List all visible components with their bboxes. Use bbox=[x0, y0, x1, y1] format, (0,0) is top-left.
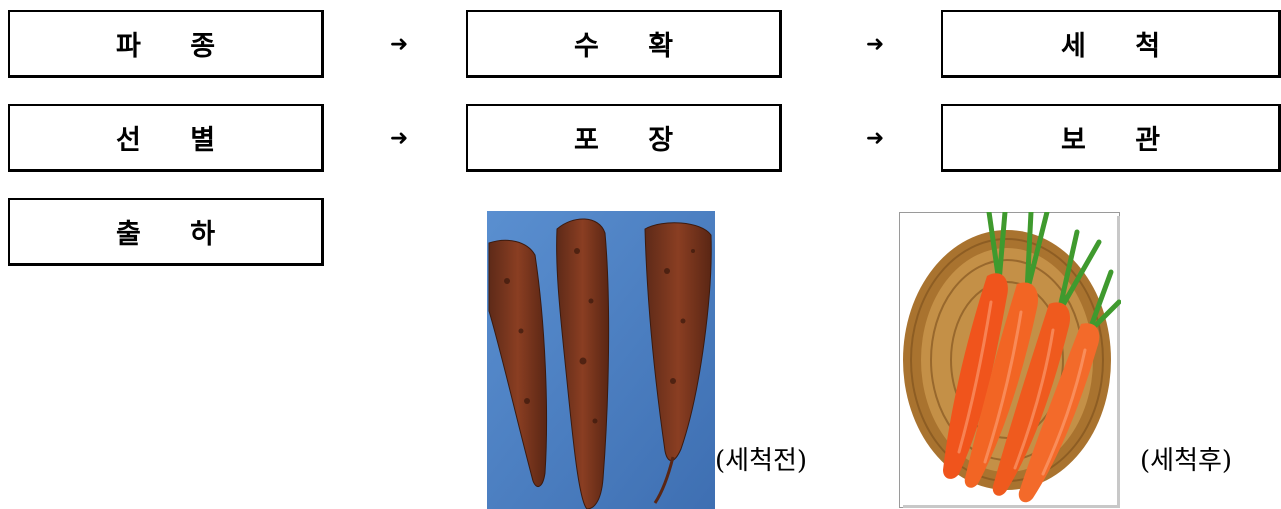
arrow-right-icon: ➜ bbox=[384, 123, 414, 153]
step-sorting: 선 별 bbox=[8, 104, 324, 172]
step-shipping: 출 하 bbox=[8, 198, 324, 266]
carrots-before-washing-photo bbox=[487, 211, 715, 509]
step-packing: 포 장 bbox=[466, 104, 782, 172]
step-harvest: 수 확 bbox=[466, 10, 782, 78]
arrow-right-icon: ➜ bbox=[860, 29, 890, 59]
carrots-after-washing-photo bbox=[899, 212, 1121, 509]
caption-before-washing: (세척전) bbox=[715, 440, 807, 477]
step-sowing: 파 종 bbox=[8, 10, 324, 78]
arrow-right-icon: ➜ bbox=[384, 29, 414, 59]
caption-after-washing: (세척후) bbox=[1140, 440, 1232, 477]
step-washing: 세 척 bbox=[941, 10, 1281, 78]
arrow-right-icon: ➜ bbox=[860, 123, 890, 153]
step-storage: 보 관 bbox=[941, 104, 1281, 172]
